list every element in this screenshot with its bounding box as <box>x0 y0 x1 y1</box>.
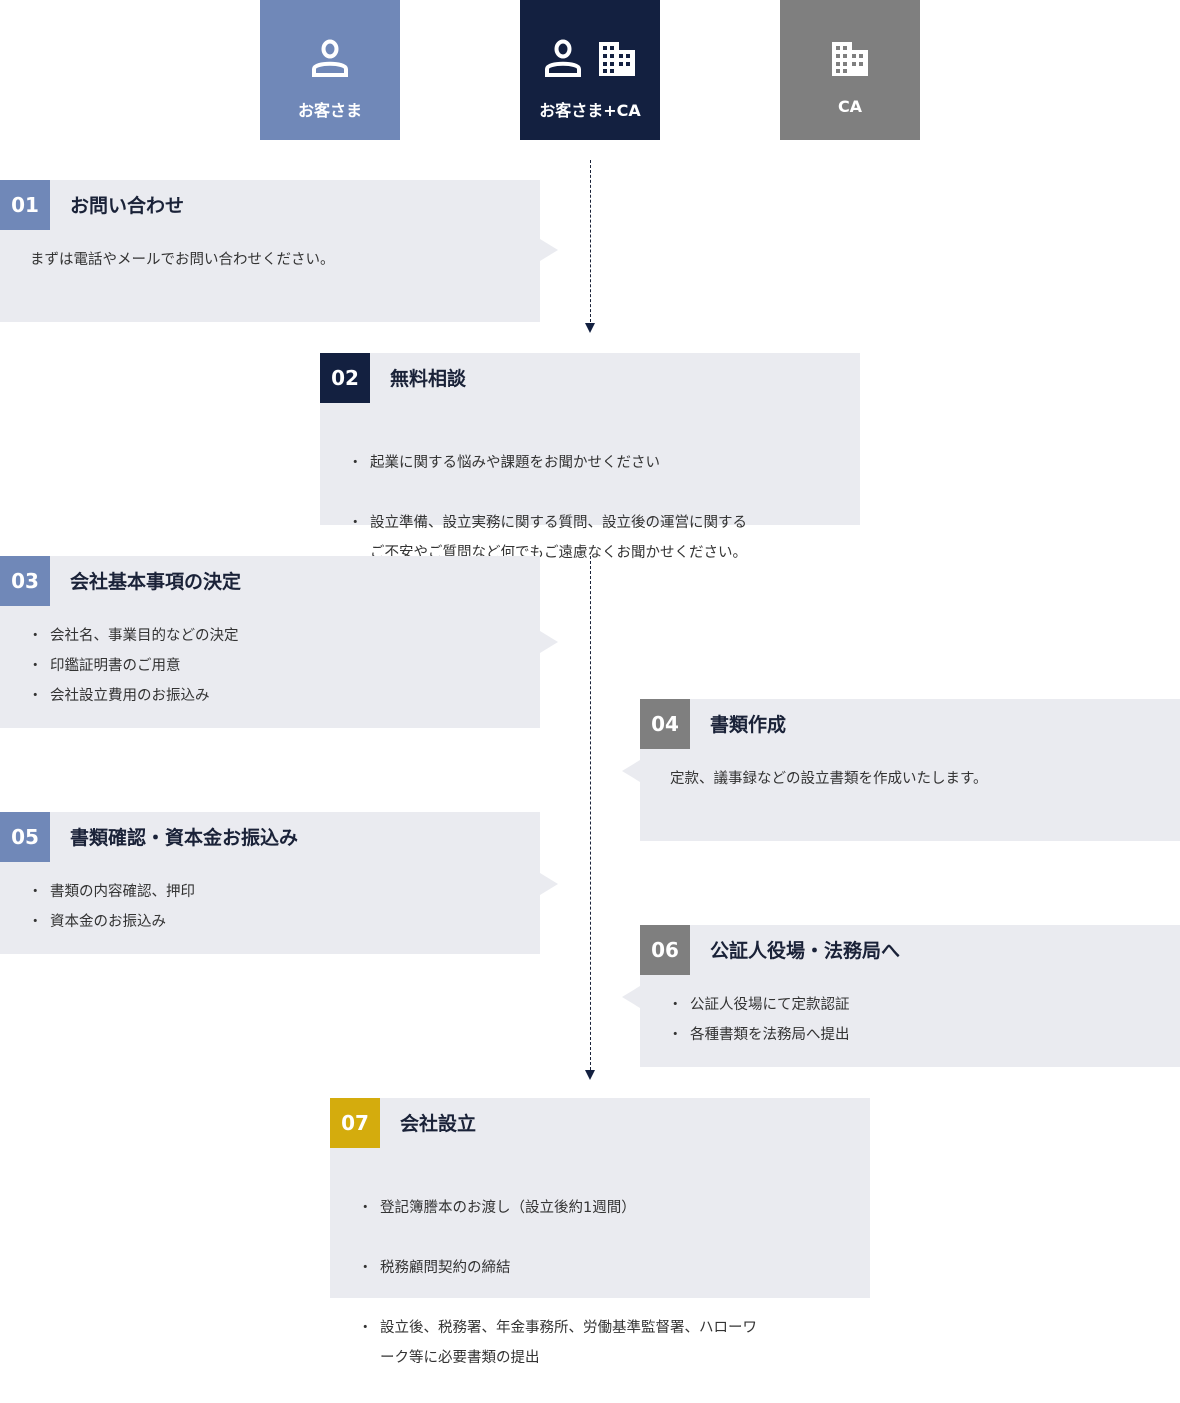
step-title: 無料相談 <box>390 368 467 390</box>
actor-label: お客さま <box>297 101 362 120</box>
list-item: 会社名、事業目的などの決定 <box>28 621 238 651</box>
list-item: 登記簿謄本のお渡し（設立後約1週間） <box>358 1193 757 1223</box>
list-item: 資本金のお振込み <box>28 907 195 937</box>
step-04: 04 書類作成 定款、議事録などの設立書類を作成いたします。 <box>622 699 1180 841</box>
actor-label: CA <box>837 97 863 116</box>
step-number: 04 <box>640 699 690 749</box>
step-title: 書類確認・資本金お振込み <box>70 827 299 849</box>
actor-customer-ca: お客さま+CA <box>520 0 660 140</box>
step-01: 01 お問い合わせ まずは電話やメールでお問い合わせください。 <box>0 180 558 322</box>
list-item: 設立後、税務署、年金事務所、労働基準監督署、ハローワ ーク等に必要書類の提出 <box>358 1313 757 1373</box>
step-number: 07 <box>330 1098 380 1148</box>
step-title: 会社設立 <box>400 1113 477 1135</box>
list-item: 公証人役場にて定款認証 <box>668 990 849 1020</box>
step-number: 01 <box>0 180 50 230</box>
step-number: 06 <box>640 925 690 975</box>
building-icon <box>830 38 870 78</box>
list-item: 書類の内容確認、押印 <box>28 877 195 907</box>
actor-ca: CA <box>780 0 920 140</box>
list-item: 印鑑証明書のご用意 <box>28 651 239 681</box>
list-item: 税務顧問契約の締結 <box>358 1253 757 1283</box>
actor-label: お客さま+CA <box>539 101 641 120</box>
step-title: 書類作成 <box>710 714 787 736</box>
person-icon <box>543 38 583 78</box>
step-06: 06 公証人役場・法務局へ 公証人役場にて定款認証 各種書類を法務局へ提出 <box>622 925 1180 1067</box>
step-07: 07 会社設立 登記簿謄本のお渡し（設立後約1週間） 税務顧問契約の締結 設立後… <box>330 1098 870 1366</box>
flow-arrow-icon <box>585 323 595 333</box>
step-number: 02 <box>320 353 370 403</box>
step-05: 05 書類確認・資本金お振込み 書類の内容確認、押印 資本金のお振込み <box>0 812 558 954</box>
step-number: 03 <box>0 556 50 606</box>
step-title: 公証人役場・法務局へ <box>710 940 901 962</box>
building-icon <box>597 38 637 78</box>
step-text: 定款、議事録などの設立書類を作成いたします。 <box>670 771 988 787</box>
flow-line <box>590 160 591 322</box>
step-number: 05 <box>0 812 50 862</box>
flow-arrow-icon <box>585 1070 595 1080</box>
list-item: 各種書類を法務局へ提出 <box>668 1020 849 1050</box>
list-item: 会社設立費用のお振込み <box>28 681 239 711</box>
step-03: 03 会社基本事項の決定 会社名、事業目的などの決定 印鑑証明書のご用意 会社設… <box>0 556 558 728</box>
list-item: 起業に関する悩みや課題をお聞かせください <box>348 448 747 478</box>
step-title: お問い合わせ <box>70 195 185 217</box>
flow-line <box>590 556 591 1070</box>
step-text: まずは電話やメールでお問い合わせください。 <box>30 252 335 268</box>
step-title: 会社基本事項の決定 <box>70 571 242 593</box>
actor-customer: お客さま <box>260 0 400 140</box>
step-02: 02 無料相談 起業に関する悩みや課題をお聞かせください 設立準備、設立実務に関… <box>320 353 860 561</box>
person-icon <box>310 38 350 78</box>
